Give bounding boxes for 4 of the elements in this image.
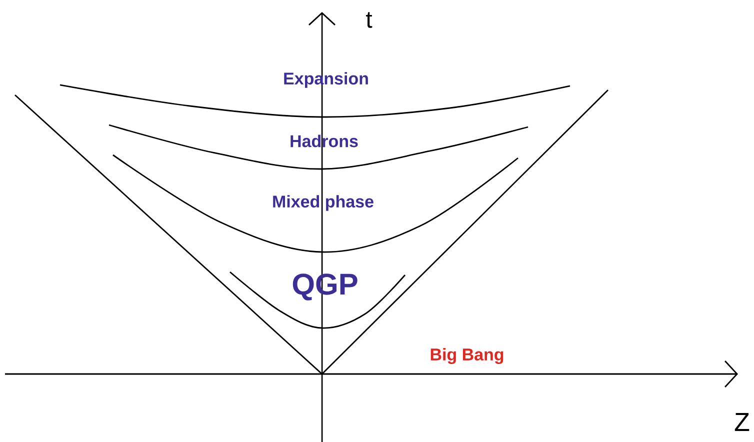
axis-label: t	[366, 12, 372, 28]
region-label: Mixed phase	[273, 195, 374, 211]
event-label: Big Bang	[430, 348, 504, 364]
axis-label: Z	[734, 413, 750, 431]
